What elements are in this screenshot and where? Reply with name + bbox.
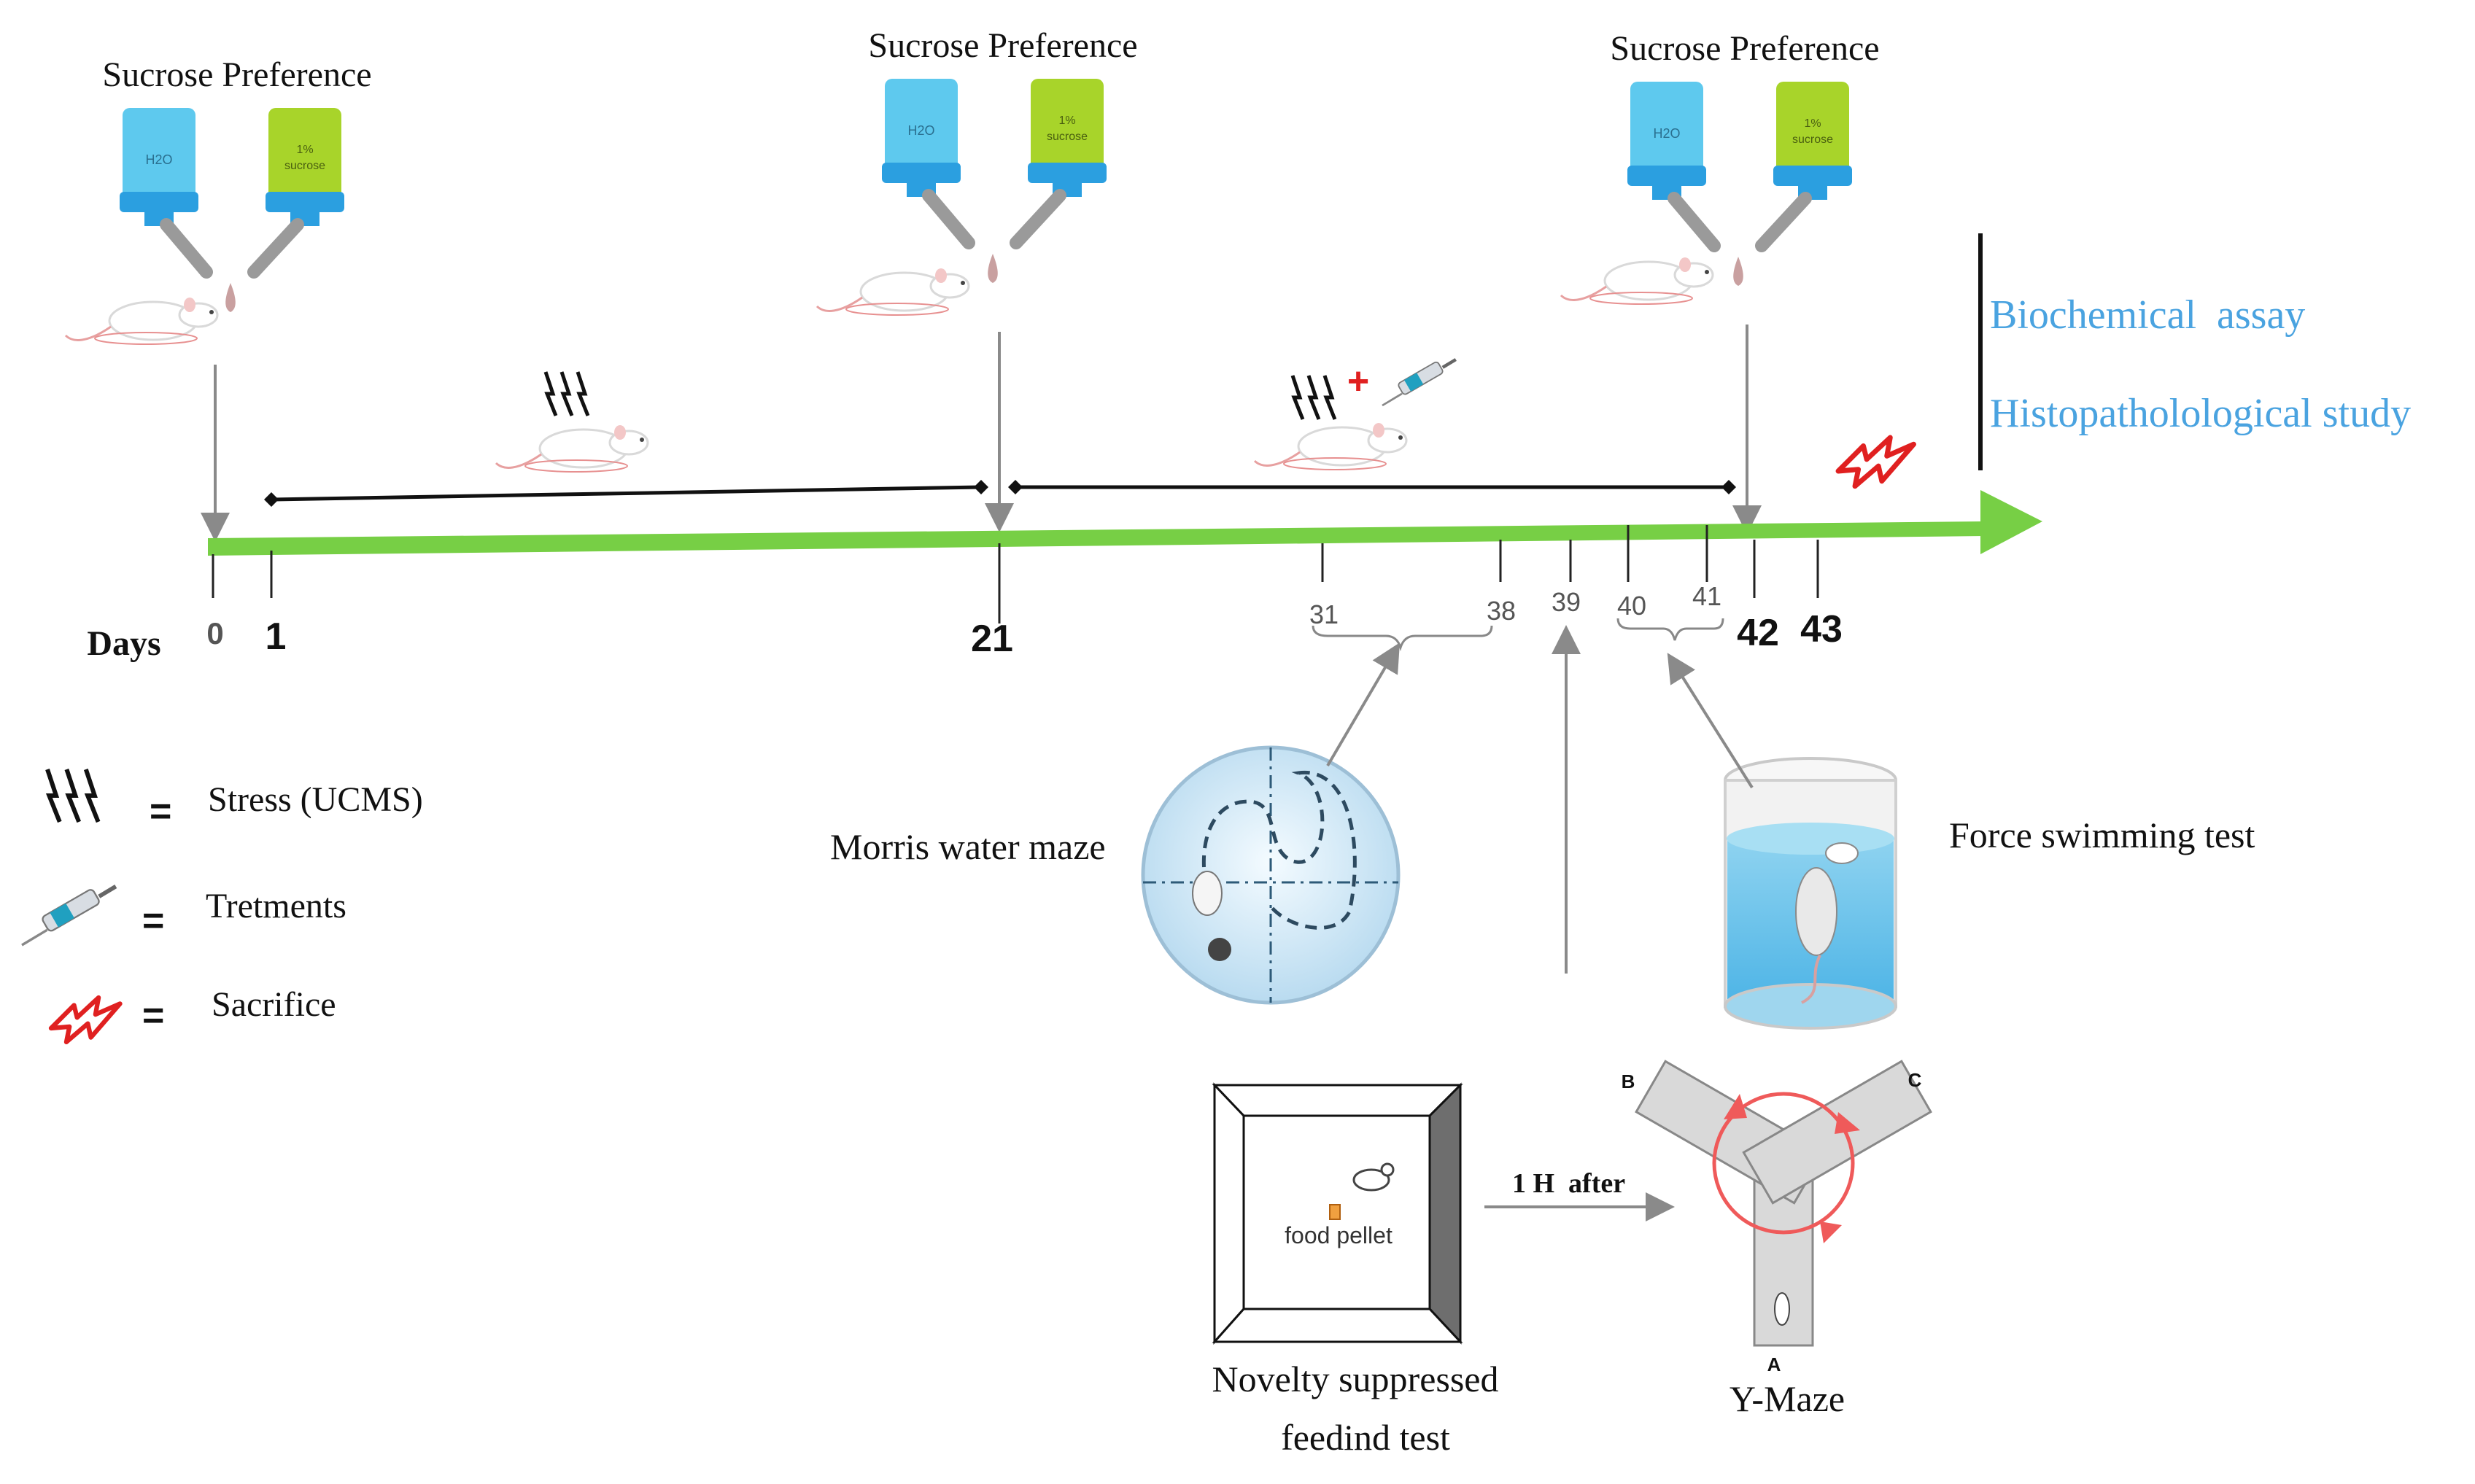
rat-icon <box>816 267 970 316</box>
day-label-39: 39 <box>1552 587 1581 617</box>
sucrose-group-day0: Sucrose Preference H2O 1% sucrose <box>64 55 372 346</box>
stress-icon <box>47 769 98 822</box>
biochemical-assay-label: Biochemical assay <box>1990 292 2305 338</box>
food-pellet-label: food pellet <box>1285 1222 1393 1248</box>
bottles-icon <box>882 79 1107 283</box>
bottle-sucrose-label: sucrose <box>1047 131 1088 143</box>
bottles-icon <box>1627 82 1852 286</box>
bottle-sucrose-label: sucrose <box>1792 133 1833 146</box>
ymaze-arm-b: B <box>1622 1071 1635 1092</box>
legend-equals: = <box>150 790 171 833</box>
brace-31-38 <box>1312 625 1493 652</box>
minor-day-labels: 31 38 39 40 41 <box>1309 581 1721 629</box>
rat-icon <box>64 296 219 346</box>
phase-stress <box>264 372 988 507</box>
morris-water-maze: Morris water maze <box>830 745 1401 1005</box>
ymaze-arm-a: A <box>1767 1353 1781 1375</box>
day-label-42: 42 <box>1737 612 1779 654</box>
timeline-green-bar <box>208 521 1984 556</box>
y-maze: A B C Y-Maze <box>1622 1060 1932 1419</box>
morris-label: Morris water maze <box>830 826 1106 867</box>
histopathological-study-label: Histopatholological study <box>1990 391 2411 436</box>
syringe-icon <box>22 887 116 946</box>
one-hour-after-label: 1 H after <box>1512 1168 1625 1199</box>
legend: = Stress (UCMS) = Tretments = Sacrifice <box>22 769 423 1042</box>
bottle-sucrose-label: 1% <box>1058 114 1075 127</box>
bottle-sucrose-label: 1% <box>296 144 313 156</box>
novelty-label-line1: Novelty suppressed <box>1212 1359 1499 1399</box>
novelty-label-line2: feedind test <box>1281 1417 1450 1458</box>
day-label-0: 0 <box>206 616 223 650</box>
bottle-sucrose-label: 1% <box>1804 117 1821 130</box>
sucrose-label-day42: Sucrose Preference <box>1610 29 1879 68</box>
bottle-sucrose-label: sucrose <box>284 160 325 172</box>
legend-equals: = <box>142 995 164 1037</box>
bottle-water-label: H2O <box>145 152 172 167</box>
legend-treatments-label: Tretments <box>206 887 346 925</box>
legend-stress-label: Stress (UCMS) <box>208 780 423 819</box>
day-label-1: 1 <box>266 615 287 658</box>
ymaze-label: Y-Maze <box>1730 1378 1845 1419</box>
rat-icon <box>495 424 649 473</box>
day-label-38: 38 <box>1487 596 1516 626</box>
novelty-suppressed-feeding: food pellet Novelty suppressed feedind t… <box>1212 1082 1499 1458</box>
legend-equals: = <box>142 900 164 942</box>
sucrose-group-day21: Sucrose Preference H2O 1% sucrose <box>816 26 1138 316</box>
day-label-31: 31 <box>1309 599 1339 629</box>
ymaze-arm-c: C <box>1908 1069 1922 1091</box>
bottle-water-label: H2O <box>907 123 934 138</box>
sacrifice-icon <box>1838 438 1914 486</box>
sacrifice-icon <box>51 998 120 1042</box>
bottle-water-label: H2O <box>1653 126 1680 141</box>
rat-icon <box>1253 421 1408 471</box>
timeline-arrowhead <box>1980 490 2042 554</box>
arrow-forced-swim <box>1667 653 1754 789</box>
brace-40-41 <box>1616 618 1724 641</box>
day-label-40: 40 <box>1617 591 1646 621</box>
sucrose-group-day42: Sucrose Preference H2O 1% sucrose <box>1560 29 1880 306</box>
phase-bracket-stress <box>271 485 982 502</box>
forced-swim-test: Force swimming test <box>1724 757 2255 1030</box>
timeline-axis <box>208 490 2042 556</box>
stress-icon <box>1293 376 1335 419</box>
major-day-labels: 0 1 21 42 43 <box>206 608 1843 660</box>
forced-swim-label: Force swimming test <box>1949 815 2255 855</box>
phase-stress-treatment: + <box>1008 360 1736 494</box>
stress-icon <box>546 372 588 416</box>
legend-sacrifice-label: Sacrifice <box>212 985 336 1024</box>
arrow-morris <box>1326 642 1401 767</box>
rat-icon <box>1560 256 1714 306</box>
day-label-43: 43 <box>1800 608 1843 650</box>
day-label-41: 41 <box>1692 581 1721 611</box>
day-label-21: 21 <box>971 618 1013 660</box>
sucrose-label-day21: Sucrose Preference <box>868 26 1137 65</box>
sucrose-label-day0: Sucrose Preference <box>102 55 371 94</box>
plus-icon: + <box>1347 360 1369 403</box>
days-label: Days <box>87 624 160 663</box>
syringe-icon <box>1382 360 1456 405</box>
timeline-ticks <box>212 525 1819 623</box>
bottles-icon <box>120 108 344 312</box>
